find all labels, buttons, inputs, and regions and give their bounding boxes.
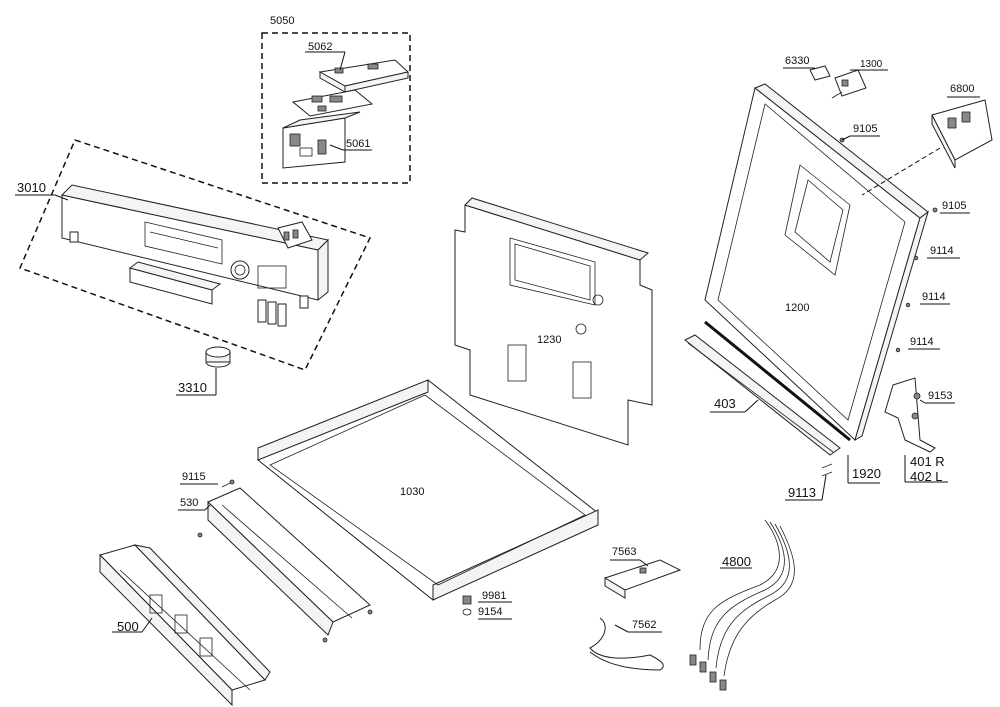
- callout-403: 403: [714, 396, 736, 411]
- part-pcb-board: [291, 89, 374, 117]
- callout-6330: 6330: [785, 55, 810, 67]
- callout-9153: 9153: [928, 390, 953, 402]
- part-screws-530: [197, 532, 373, 643]
- callout-5061: 5061: [346, 138, 371, 150]
- part-9113-screws: [821, 463, 833, 477]
- group-box-5050: [261, 32, 411, 184]
- part-1200-door: [704, 83, 929, 442]
- callout-9105-right: 9105: [942, 200, 967, 212]
- callout-402l: 402 L: [910, 469, 943, 484]
- part-9981-clip: [462, 595, 472, 605]
- part-530-rail-bracket: [207, 487, 371, 636]
- part-500-plinth: [99, 544, 271, 707]
- callout-5050: 5050: [270, 15, 295, 27]
- callout-1030: 1030: [400, 486, 425, 498]
- part-9154-washer: [462, 608, 472, 616]
- part-1300-lock: [831, 69, 867, 99]
- callout-6800: 6800: [950, 83, 975, 95]
- callout-9114-a: 9114: [930, 245, 954, 257]
- part-403-strip: [684, 334, 841, 456]
- part-1030-base-tray: [257, 379, 599, 601]
- part-switch-block: [257, 299, 287, 327]
- callout-1300: 1300: [860, 59, 883, 70]
- part-9105-screws: [839, 137, 938, 353]
- callout-9114-b: 9114: [922, 291, 946, 303]
- part-401-402-hinge: [884, 377, 936, 453]
- callout-401r: 401 R: [910, 454, 945, 469]
- part-1920-gasket: [704, 320, 851, 442]
- callout-5062: 5062: [308, 41, 333, 53]
- callout-9114-c: 9114: [910, 336, 934, 348]
- callout-9154: 9154: [478, 606, 503, 618]
- part-3010-control-panel: [60, 184, 330, 309]
- callout-9115: 9115: [182, 471, 206, 483]
- callout-7562: 7562: [632, 619, 657, 631]
- callout-1200: 1200: [785, 302, 810, 314]
- callout-500: 500: [117, 619, 139, 634]
- callout-4800: 4800: [722, 554, 751, 569]
- part-6330-latch: [809, 65, 831, 81]
- part-7563-bracket: [603, 559, 682, 599]
- part-9115-screw: [221, 479, 235, 488]
- part-7562-hose: [589, 617, 664, 671]
- part-1230-insulation-panel: [454, 197, 653, 446]
- part-button-strip: [128, 261, 222, 305]
- callout-530: 530: [180, 497, 199, 509]
- callout-1920: 1920: [852, 466, 881, 481]
- part-3310-knob: [205, 346, 231, 368]
- callout-9981: 9981: [482, 590, 507, 602]
- callout-9105-top: 9105: [853, 123, 878, 135]
- leader-lines: [15, 51, 980, 633]
- part-4800-harness: [689, 519, 795, 691]
- callout-3310: 3310: [178, 380, 207, 395]
- callout-1230: 1230: [537, 334, 562, 346]
- callout-9113: 9113: [788, 485, 816, 500]
- callout-7563: 7563: [612, 546, 637, 558]
- callout-3010: 3010: [17, 180, 46, 195]
- part-5062-housing: [318, 59, 410, 93]
- leader-6800-door: [861, 147, 941, 196]
- part-connector-module: [277, 221, 313, 249]
- part-6800-module: [931, 99, 993, 169]
- part-5061-housing: [282, 111, 361, 169]
